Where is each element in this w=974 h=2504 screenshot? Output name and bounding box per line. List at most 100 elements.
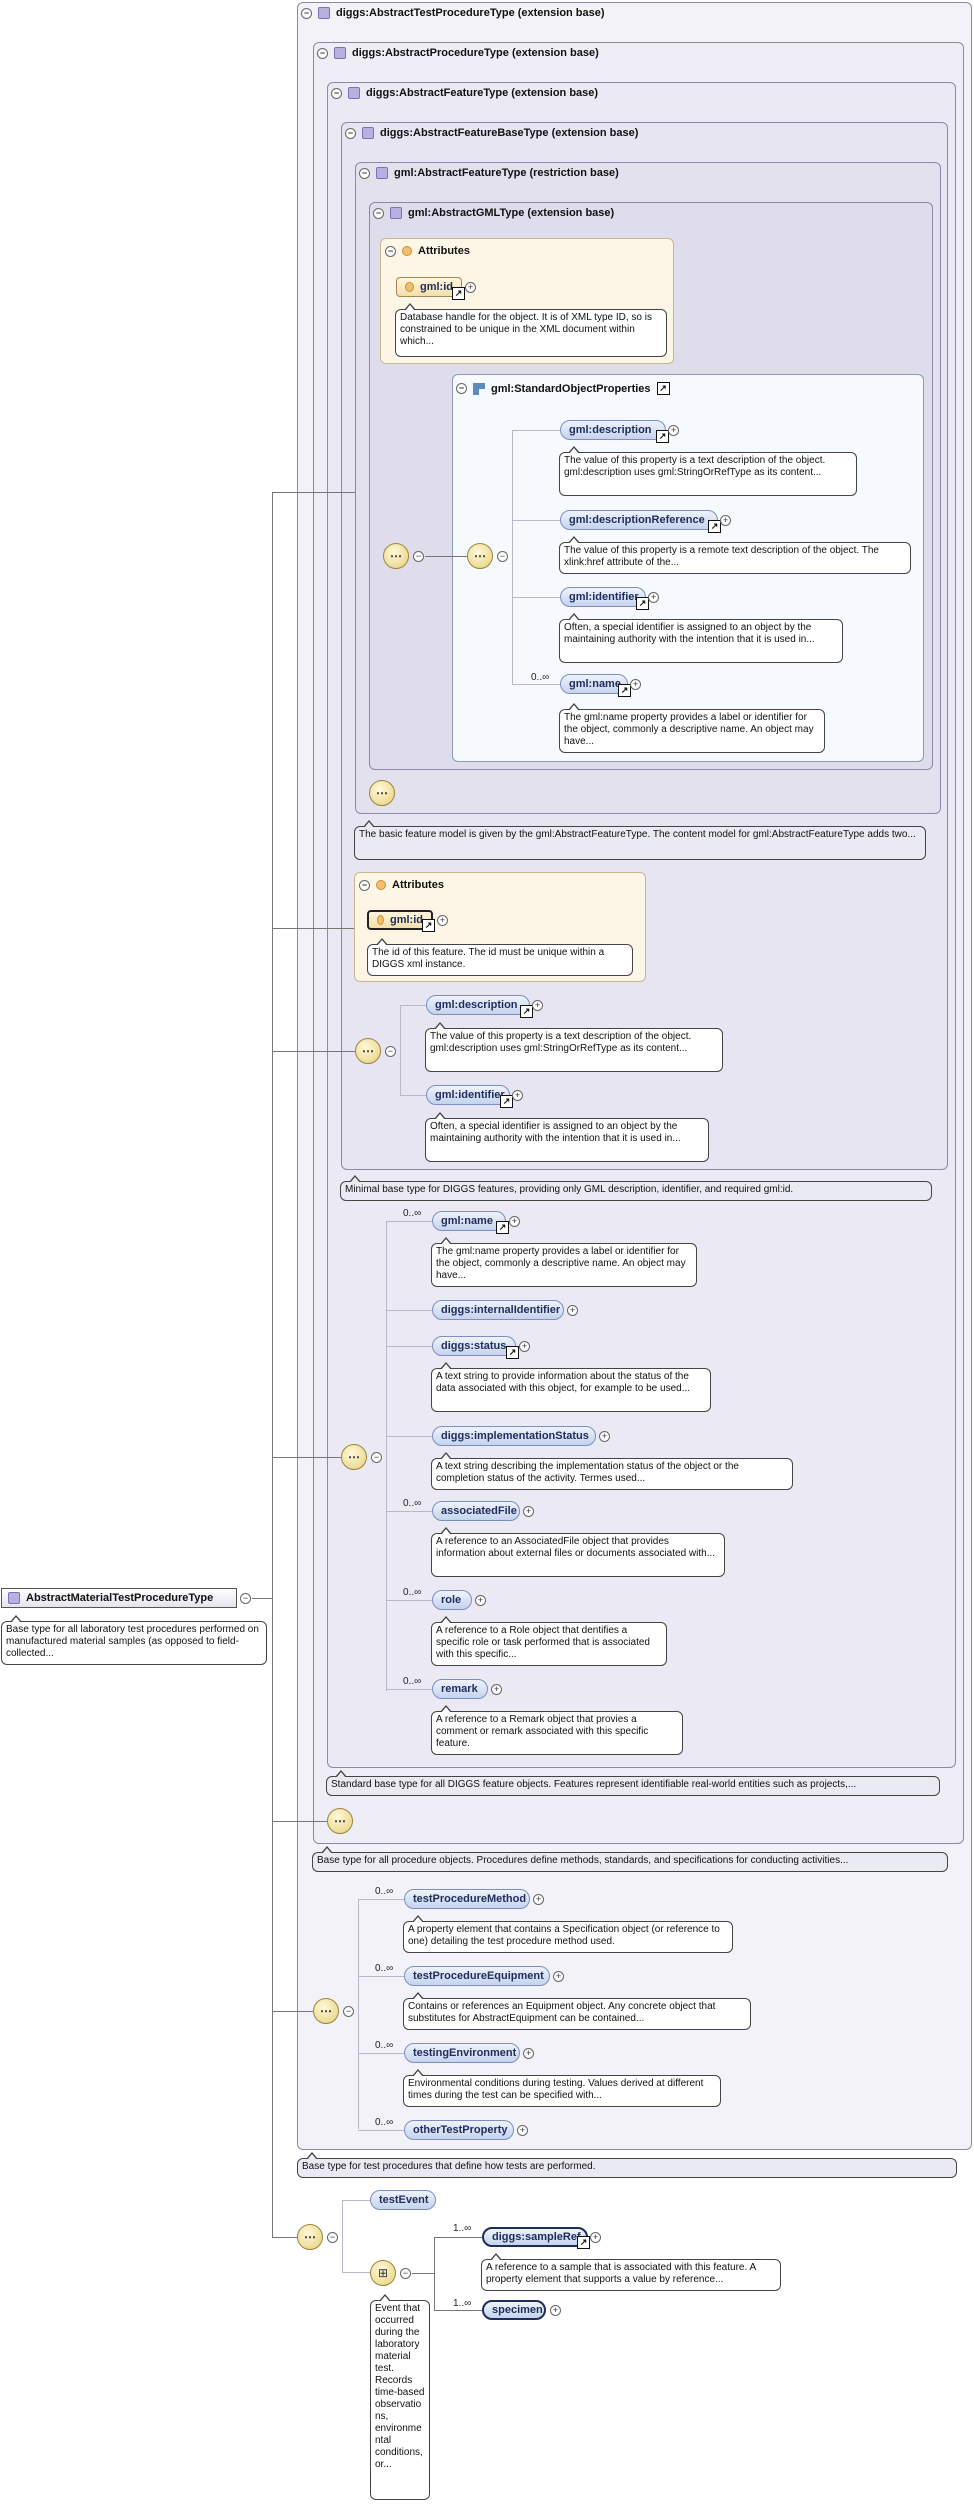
connector bbox=[272, 1821, 327, 1822]
expand-toggle-icon[interactable]: + bbox=[553, 1971, 564, 1982]
sequence-compositor-icon[interactable]: ⋯ bbox=[383, 543, 409, 569]
collapse-toggle-icon[interactable]: − bbox=[345, 127, 356, 139]
attributes-header[interactable]: − Attributes bbox=[385, 245, 470, 257]
test-event-element[interactable]: testEvent bbox=[370, 2190, 436, 2210]
collapse-toggle-icon[interactable]: − bbox=[327, 2232, 338, 2243]
role-element-note: A reference to a Role object that dentif… bbox=[431, 1616, 667, 1666]
collapse-toggle-icon[interactable]: − bbox=[301, 7, 312, 19]
expand-toggle-icon[interactable]: + bbox=[519, 1341, 530, 1352]
branch-line bbox=[358, 1899, 359, 2129]
frame-title-2[interactable]: − diggs:AbstractProcedureType (extension… bbox=[317, 47, 599, 59]
collapse-toggle-icon[interactable]: − bbox=[385, 245, 396, 257]
collapse-toggle-icon[interactable]: − bbox=[331, 87, 342, 99]
collapse-toggle-icon[interactable]: − bbox=[240, 1593, 251, 1604]
expand-toggle-icon[interactable]: + bbox=[491, 1684, 502, 1695]
sequence-compositor-icon[interactable]: ⋯ bbox=[313, 1998, 339, 2024]
feature-base-description-element[interactable]: gml:description↗ bbox=[426, 995, 533, 1018]
attributes-header[interactable]: − Attributes bbox=[359, 879, 444, 891]
specimen-element[interactable]: specimen bbox=[482, 2300, 546, 2320]
status-element[interactable]: diggs:status↗ bbox=[432, 1336, 519, 1359]
expand-toggle-icon[interactable]: + bbox=[437, 915, 448, 926]
expand-toggle-icon[interactable]: + bbox=[475, 1595, 486, 1606]
collapse-toggle-icon[interactable]: − bbox=[413, 551, 424, 562]
collapse-toggle-icon[interactable]: − bbox=[317, 47, 328, 59]
sequence-compositor-icon[interactable]: ⋯ bbox=[327, 1808, 353, 1834]
expand-toggle-icon[interactable]: + bbox=[590, 2232, 601, 2243]
sequence-compositor-icon[interactable]: ⋯ bbox=[355, 1038, 381, 1064]
feature-base-identifier-element[interactable]: gml:identifier↗ bbox=[426, 1085, 513, 1108]
sequence-compositor-icon[interactable]: ⋯ bbox=[341, 1444, 367, 1470]
gml-identifier-element[interactable]: gml:identifier↗ bbox=[560, 587, 649, 610]
element-reference-arrow-icon[interactable]: ↗ bbox=[577, 2236, 590, 2249]
testing-environment-element[interactable]: testingEnvironment bbox=[404, 2043, 520, 2063]
feature-gml-name-element[interactable]: gml:name↗ bbox=[432, 1211, 509, 1234]
element-reference-arrow-icon[interactable]: ↗ bbox=[496, 1221, 509, 1234]
gml-id-attribute[interactable]: gml:id ↗ bbox=[396, 277, 465, 300]
expand-toggle-icon[interactable]: + bbox=[599, 1431, 610, 1442]
sequence-compositor-icon[interactable]: ⋯ bbox=[467, 543, 493, 569]
expand-toggle-icon[interactable]: + bbox=[512, 1090, 523, 1101]
sample-ref-element[interactable]: diggs:sampleRef↗ bbox=[482, 2227, 590, 2249]
element-reference-arrow-icon[interactable]: ↗ bbox=[656, 382, 670, 395]
choice-compositor-icon[interactable]: ⊞ bbox=[370, 2260, 396, 2286]
sequence-compositor-icon[interactable]: ⋯ bbox=[369, 780, 395, 806]
expand-toggle-icon[interactable]: + bbox=[523, 1506, 534, 1517]
expand-toggle-icon[interactable]: + bbox=[509, 1216, 520, 1227]
gml-description-element[interactable]: gml:description↗ bbox=[560, 420, 669, 443]
element-reference-arrow-icon[interactable]: ↗ bbox=[618, 684, 631, 697]
collapse-toggle-icon[interactable]: − bbox=[456, 383, 467, 394]
element-reference-arrow-icon[interactable]: ↗ bbox=[422, 919, 435, 932]
collapse-toggle-icon[interactable]: − bbox=[359, 879, 370, 891]
expand-toggle-icon[interactable]: + bbox=[517, 2125, 528, 2136]
other-test-property-element[interactable]: otherTestProperty bbox=[404, 2120, 514, 2140]
element-reference-arrow-icon[interactable]: ↗ bbox=[656, 430, 669, 443]
frame-title-4[interactable]: − diggs:AbstractFeatureBaseType (extensi… bbox=[345, 127, 638, 139]
frame-title-5[interactable]: − gml:AbstractFeatureType (restriction b… bbox=[359, 167, 619, 179]
expand-toggle-icon[interactable]: + bbox=[550, 2305, 561, 2316]
expand-toggle-icon[interactable]: + bbox=[523, 2048, 534, 2059]
collapse-toggle-icon[interactable]: − bbox=[343, 2006, 354, 2017]
remark-element[interactable]: remark bbox=[432, 1679, 488, 1699]
collapse-toggle-icon[interactable]: − bbox=[400, 2268, 411, 2279]
gml-name-element[interactable]: gml:name↗ bbox=[560, 674, 631, 697]
frame-title-6[interactable]: − gml:AbstractGMLType (extension base) bbox=[373, 207, 614, 219]
branch-line bbox=[358, 2130, 404, 2131]
expand-toggle-icon[interactable]: + bbox=[465, 282, 476, 293]
collapse-toggle-icon[interactable]: − bbox=[373, 207, 384, 219]
test-procedure-method-element[interactable]: testProcedureMethod bbox=[404, 1889, 530, 1909]
element-reference-arrow-icon[interactable]: ↗ bbox=[452, 287, 465, 300]
implementation-status-element[interactable]: diggs:implementationStatus bbox=[432, 1426, 596, 1446]
collapse-toggle-icon[interactable]: − bbox=[359, 167, 370, 179]
expand-toggle-icon[interactable]: + bbox=[648, 592, 659, 603]
expand-toggle-icon[interactable]: + bbox=[668, 425, 679, 436]
element-reference-arrow-icon[interactable]: ↗ bbox=[708, 520, 721, 533]
internal-identifier-element[interactable]: diggs:internalIdentifier bbox=[432, 1300, 564, 1320]
root-abstract-material-test-procedure-type[interactable]: AbstractMaterialTestProcedureType bbox=[1, 1588, 237, 1608]
frame-title-3[interactable]: − diggs:AbstractFeatureType (extension b… bbox=[331, 87, 598, 99]
feature-id-attribute[interactable]: gml:id ↗ bbox=[367, 910, 435, 932]
expand-toggle-icon[interactable]: + bbox=[567, 1305, 578, 1316]
expand-toggle-icon[interactable]: + bbox=[532, 1000, 543, 1011]
expand-toggle-icon[interactable]: + bbox=[630, 679, 641, 690]
sequence-compositor-icon[interactable]: ⋯ bbox=[297, 2224, 323, 2250]
element-reference-arrow-icon[interactable]: ↗ bbox=[520, 1005, 533, 1018]
branch-line bbox=[386, 1511, 432, 1512]
occurrence-label: 1..∞ bbox=[453, 2223, 472, 2234]
status-element-note: A text string to provide information abo… bbox=[431, 1362, 711, 1412]
element-reference-arrow-icon[interactable]: ↗ bbox=[506, 1346, 519, 1359]
role-element[interactable]: role bbox=[432, 1590, 472, 1610]
collapse-toggle-icon[interactable]: − bbox=[497, 551, 508, 562]
element-reference-arrow-icon[interactable]: ↗ bbox=[636, 597, 649, 610]
test-procedure-equipment-element[interactable]: testProcedureEquipment bbox=[404, 1966, 550, 1986]
class-type-icon bbox=[376, 167, 388, 179]
gml-description-note: The value of this property is a text des… bbox=[559, 446, 857, 496]
element-reference-arrow-icon[interactable]: ↗ bbox=[500, 1095, 513, 1108]
expand-toggle-icon[interactable]: + bbox=[720, 515, 731, 526]
associated-file-element[interactable]: associatedFile bbox=[432, 1501, 520, 1521]
gml-description-reference-element[interactable]: gml:descriptionReference↗ bbox=[560, 510, 721, 533]
collapse-toggle-icon[interactable]: − bbox=[385, 1046, 396, 1057]
frame-title-1[interactable]: − diggs:AbstractTestProcedureType (exten… bbox=[301, 7, 605, 19]
group-title[interactable]: − gml:StandardObjectProperties ↗ bbox=[456, 382, 670, 395]
expand-toggle-icon[interactable]: + bbox=[533, 1894, 544, 1905]
collapse-toggle-icon[interactable]: − bbox=[371, 1452, 382, 1463]
